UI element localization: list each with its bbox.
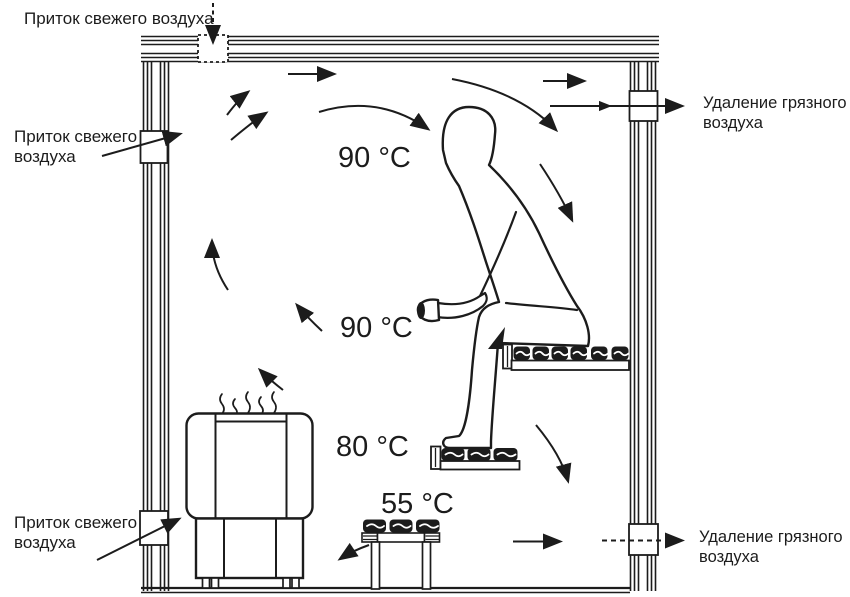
person-hand-shadow	[417, 302, 425, 319]
circulation-arrow	[337, 542, 370, 561]
temperature-label-lower: 80 °C	[336, 431, 409, 463]
labels: Приток свежего воздуха Приток свежего во…	[14, 9, 847, 566]
supply-airflow-arrow-left-upper	[101, 130, 183, 157]
exhaust-air-upper-label-line2: воздуха	[703, 114, 764, 132]
fresh-air-top-label: Приток свежего воздуха	[24, 9, 214, 28]
left-upper-supply-vent	[139, 130, 169, 164]
stool	[361, 519, 441, 590]
person-arm	[478, 210, 518, 298]
stool-leg	[370, 541, 381, 590]
fresh-air-left-upper-label: Приток свежего	[14, 127, 137, 146]
left-wall	[142, 61, 170, 591]
right-wall	[629, 61, 657, 591]
sauna-heater	[185, 391, 314, 589]
fresh-air-left-upper-label-line2: воздуха	[14, 147, 76, 166]
heater-lower-body	[194, 517, 305, 580]
person-silhouette	[441, 105, 591, 450]
person-far-hand	[488, 327, 505, 349]
heater-foot	[291, 577, 300, 589]
circulation-arrow	[226, 90, 251, 116]
person-lap-line	[504, 301, 579, 312]
circulation-arrow	[230, 111, 269, 141]
circulation-arrow	[295, 302, 323, 332]
heater-foot	[201, 577, 211, 589]
circulation-arrow	[539, 163, 574, 223]
temperature-label-bottom: 55 °C	[381, 488, 454, 520]
heater-foot	[282, 577, 291, 589]
airflow-arrows	[96, 3, 685, 561]
person-forearm	[435, 291, 488, 319]
exhaust-air-upper-label: Удаление грязного	[703, 94, 847, 112]
exhaust-air-lower-label-line2: воздуха	[699, 548, 760, 566]
circulation-arrow	[535, 424, 572, 484]
fresh-air-left-lower-label: Приток свежего	[14, 513, 137, 532]
upper-bench	[502, 343, 630, 371]
ceiling-supply-vent	[197, 34, 229, 63]
fresh-air-left-lower-label-line2: воздуха	[14, 533, 76, 552]
heat-waves-icon	[219, 391, 277, 417]
ceiling	[141, 35, 659, 63]
heater-foot	[210, 577, 220, 589]
floor	[141, 586, 630, 594]
person-figure	[416, 105, 591, 450]
circulation-arrow	[318, 104, 431, 131]
stool-leg	[421, 541, 432, 590]
circulation-arrow	[204, 238, 229, 291]
temperature-label-upper: 90 °C	[338, 142, 411, 174]
heater-upper-body	[185, 412, 314, 520]
temperature-label-middle: 90 °C	[340, 312, 413, 344]
exhaust-air-lower-label: Удаление грязного	[699, 528, 843, 546]
lower-bench	[430, 445, 521, 471]
left-lower-supply-vent	[139, 510, 169, 546]
circulation-arrow	[257, 367, 284, 391]
supply-airflow-arrow-left-lower	[96, 517, 182, 561]
circulation-arrow	[451, 78, 559, 133]
